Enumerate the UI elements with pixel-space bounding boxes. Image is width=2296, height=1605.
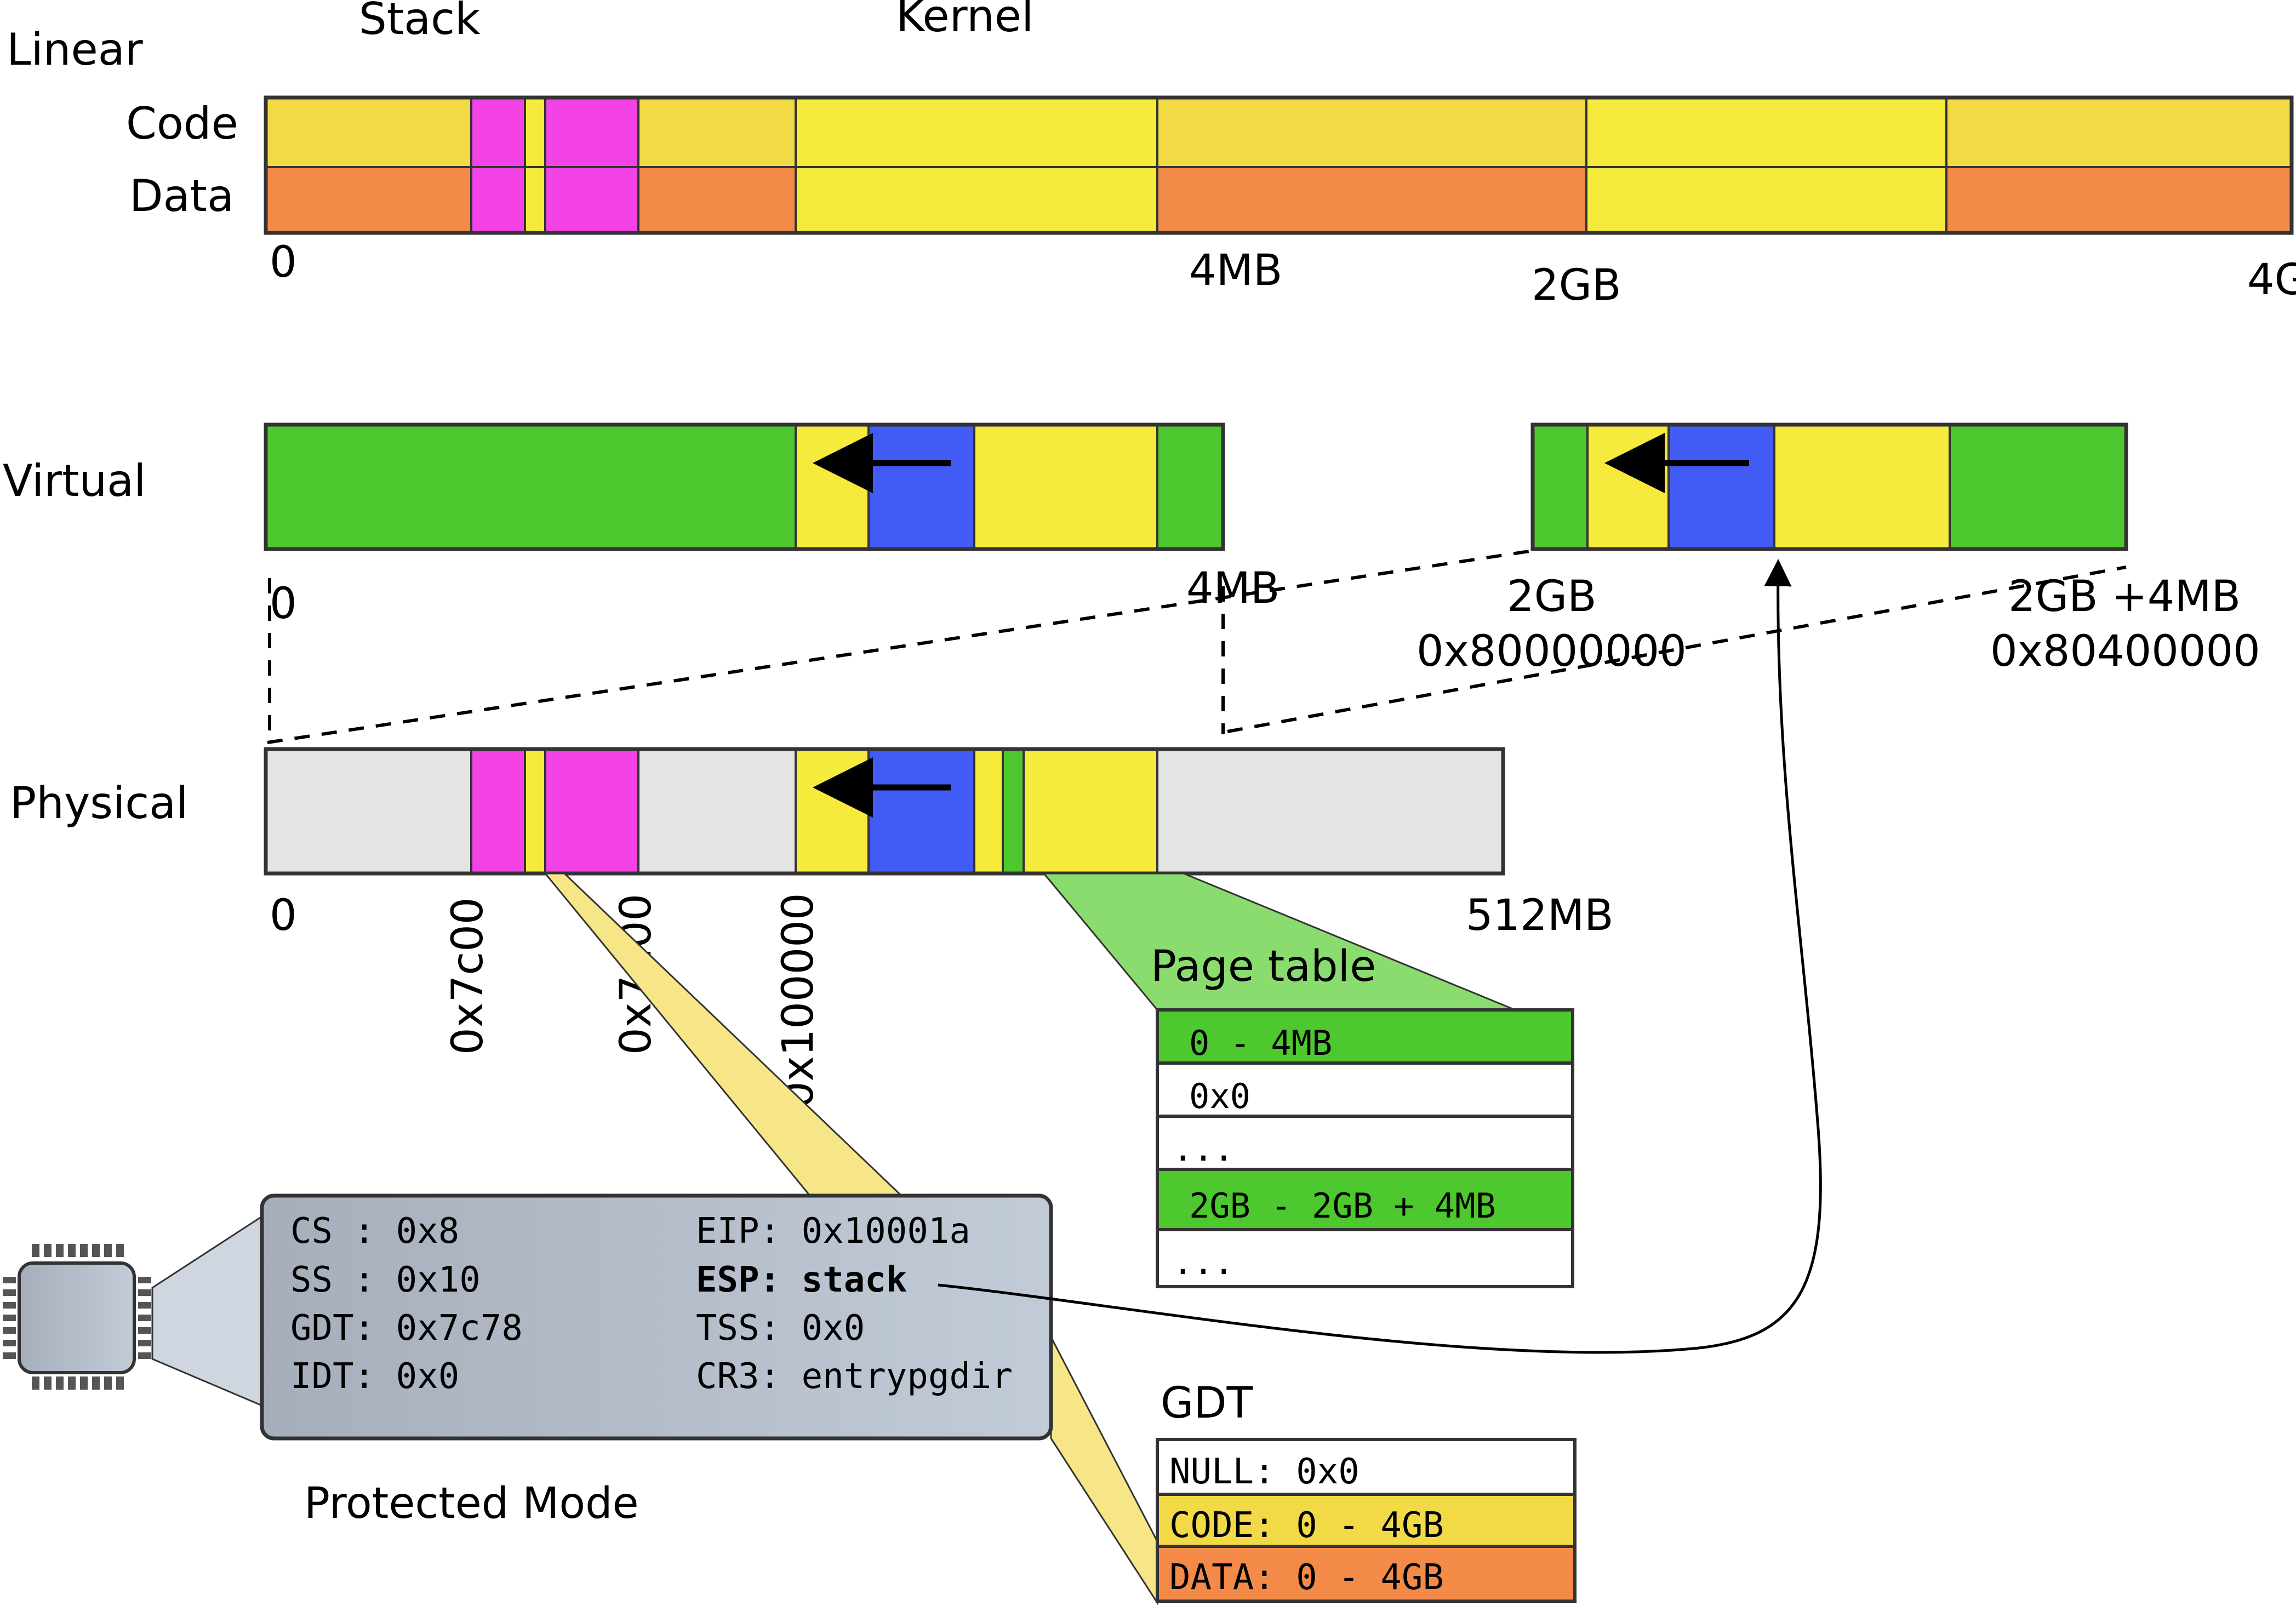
virtual-tick-0: 0 — [270, 579, 297, 629]
gdt-row — [1156, 1438, 1577, 1496]
gdt-table: GDT NULL: 0x0 CODE: 0 - 4GB DATA: 0 - 4G… — [1156, 1379, 1577, 1603]
linear-stack-block — [544, 96, 639, 234]
page-table-row — [1156, 1228, 1574, 1288]
gdt-title: GDT — [1161, 1379, 1253, 1428]
linear-boot-block — [524, 96, 546, 234]
linear-code-segment — [1157, 98, 1586, 167]
mapping-dashed-line — [1227, 566, 2127, 733]
linear-data-segment — [1157, 167, 1586, 233]
gdt-row — [1156, 1493, 1577, 1548]
linear-label: Linear — [7, 24, 143, 75]
register-cs: CS : 0x8 — [290, 1211, 459, 1252]
linear-data-segment — [638, 167, 796, 233]
linear-code-segment — [266, 98, 471, 167]
virtual-kernel-block — [973, 424, 1158, 550]
register-esp: ESP: stack — [696, 1260, 907, 1300]
physical-tick-0: 0 — [270, 891, 297, 940]
physical-boot-block — [524, 748, 546, 875]
register-eip: EIP: 0x10001a — [696, 1211, 970, 1252]
page-table-row-text: 2GB - 2GB + 4MB — [1189, 1186, 1496, 1226]
virtual-tick-2gb: 2GB — [1507, 572, 1597, 621]
protected-mode-caption: Protected Mode — [304, 1479, 639, 1528]
gdt-row-text: CODE: 0 - 4GB — [1169, 1505, 1444, 1546]
page-table-row — [1156, 1168, 1574, 1231]
page-table-row — [1156, 1008, 1574, 1065]
physical-kernel-block — [973, 748, 1004, 875]
stack-label: Stack — [359, 0, 481, 44]
virtual-user-region — [1532, 424, 1589, 550]
page-table-row-text: ... — [1173, 1129, 1234, 1169]
physical-kernel-block — [795, 748, 870, 875]
page-table-row — [1156, 1115, 1574, 1171]
virtual-tick-2gb4mb: 2GB +4MB — [2008, 572, 2241, 621]
esp-pointer-arrow — [938, 559, 1822, 1354]
physical-label: Physical — [10, 778, 188, 829]
register-panel-box — [260, 1193, 1053, 1441]
virtual-section: Virtual 0 4MB 2GB 0x80000000 2GB +4MB 0x… — [3, 422, 2260, 744]
virtual-user-region — [1949, 424, 2127, 550]
page-table-row-text: 0 - 4MB — [1189, 1023, 1332, 1063]
physical-stack-block — [470, 748, 526, 875]
cpu-callout-wedge — [151, 1215, 263, 1407]
virtual-user-region — [1156, 424, 1224, 550]
linear-code-segment — [638, 98, 796, 167]
gdt-row-text: DATA: 0 - 4GB — [1169, 1557, 1444, 1598]
linear-tick-2gb: 2GB — [1532, 261, 1621, 310]
virtual-high-outline — [1530, 422, 2128, 551]
page-table-row — [1156, 1061, 1574, 1118]
register-gdt: GDT: 0x7c78 — [290, 1308, 523, 1349]
physical-stack-block — [867, 748, 975, 875]
linear-kernel-block — [795, 96, 1158, 234]
gdt-row-text: NULL: 0x0 — [1169, 1452, 1360, 1492]
page-table-row-text: 0x0 — [1189, 1076, 1250, 1116]
page-table-title: Page table — [1151, 942, 1376, 991]
virtual-tick-2gb4mb-hex: 0x80400000 — [1990, 627, 2260, 676]
gdt-row — [1156, 1545, 1577, 1603]
linear-tick-4mb: 4MB — [1189, 246, 1282, 295]
linear-data-segment — [266, 167, 471, 233]
gdt-callout-wedge — [1050, 1336, 1158, 1605]
code-label: Code — [126, 98, 238, 149]
physical-pagetable-block — [1002, 748, 1025, 875]
linear-bar-outline — [264, 95, 2294, 235]
linear-section: Linear Stack Kernel Code Data 0 4MB 2GB … — [7, 0, 2296, 310]
physical-tick-512mb: 512MB — [1466, 891, 1614, 940]
physical-stack-block — [544, 748, 639, 875]
register-tss: TSS: 0x0 — [696, 1308, 865, 1349]
linear-data-segment — [1946, 167, 2292, 233]
register-cr3: CR3: entrypgdir — [696, 1356, 1013, 1397]
physical-kernel-block — [1023, 748, 1158, 875]
data-label: Data — [129, 170, 234, 221]
page-table: Page table 0 - 4MB 0x0 ... 2GB - 2GB + 4… — [1151, 942, 1574, 1288]
virtual-kernel-block — [1586, 424, 1670, 550]
virtual-tick-2gb-hex: 0x80000000 — [1417, 627, 1687, 676]
mapping-dashed-line — [267, 549, 1533, 744]
linear-stack-block — [470, 96, 526, 234]
physical-bar-outline — [264, 747, 1505, 876]
virtual-label: Virtual — [3, 455, 146, 506]
cpu-chip-icon — [3, 1244, 151, 1390]
physical-tick-100000: 0x100000 — [774, 893, 823, 1109]
linear-tick-0: 0 — [270, 238, 297, 287]
register-ss: SS : 0x10 — [290, 1260, 481, 1300]
virtual-kernel-block — [1773, 424, 1951, 550]
virtual-stack-block — [1667, 424, 1775, 550]
register-idt: IDT: 0x0 — [290, 1356, 459, 1397]
virtual-user-region — [266, 425, 796, 549]
linear-kernel-block — [1585, 96, 1947, 234]
virtual-low-outline — [264, 422, 1225, 551]
virtual-kernel-block — [795, 424, 870, 550]
gdt-pointer-wedge — [543, 872, 904, 1197]
physical-tick-7c00: 0x7c00 — [443, 897, 493, 1055]
cpu-register-panel: CS : 0x8 SS : 0x10 GDT: 0x7c78 IDT: 0x0 … — [260, 1193, 1053, 1528]
virtual-stack-block — [867, 424, 975, 550]
linear-tick-4gb: 4GB — [2247, 255, 2296, 305]
linear-code-segment — [1946, 98, 2292, 167]
page-table-row-text: ... — [1173, 1242, 1234, 1282]
virtual-tick-4mb: 4MB — [1186, 564, 1280, 613]
kernel-label: Kernel — [896, 0, 1033, 42]
